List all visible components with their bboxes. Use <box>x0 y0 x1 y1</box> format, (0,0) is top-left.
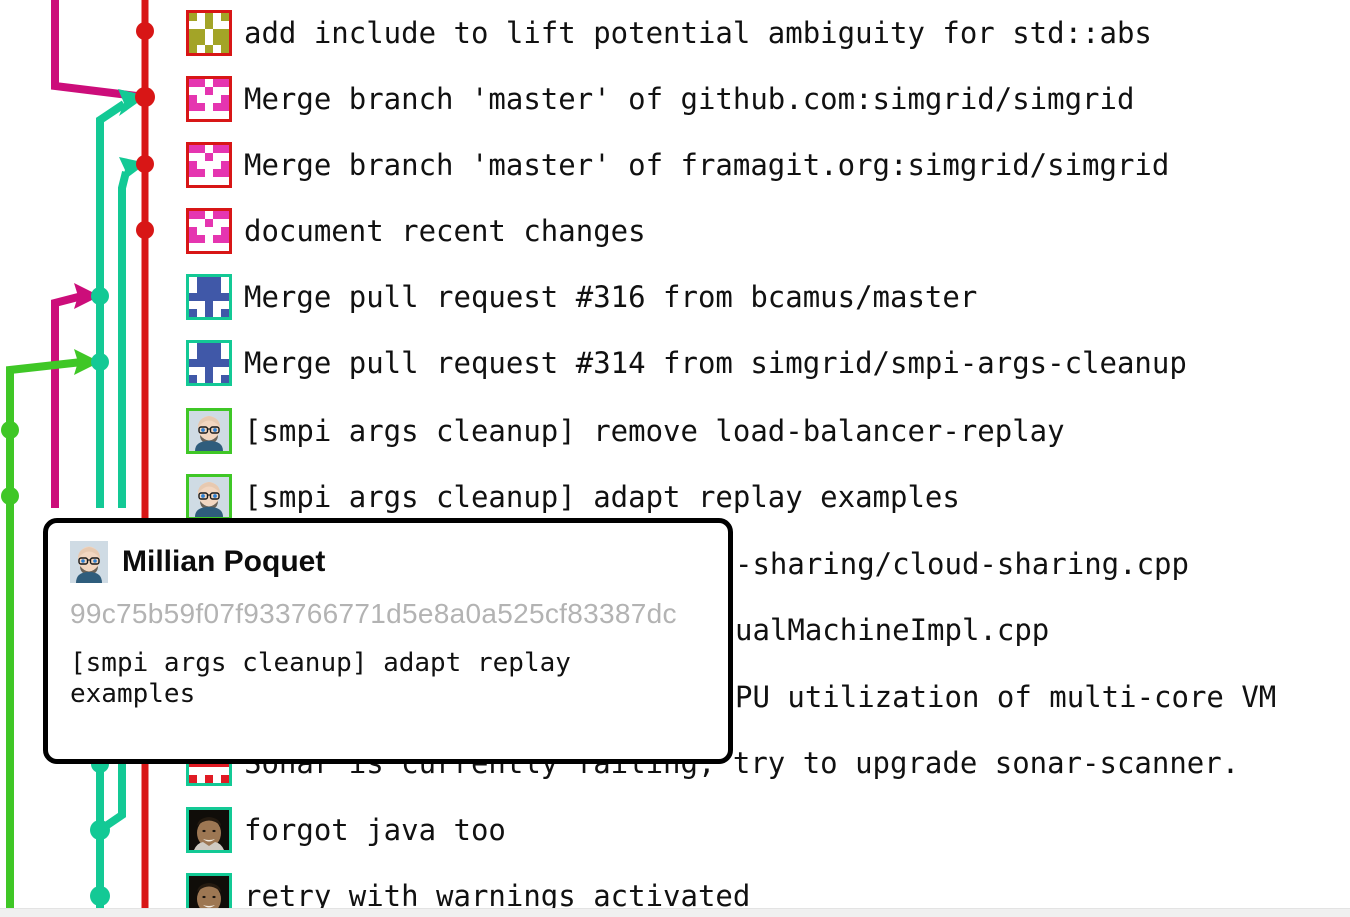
bitmoji-avatar-icon <box>186 474 232 520</box>
commit-row[interactable]: [smpi args cleanup] adapt replay example… <box>186 464 960 530</box>
tooltip-header: Millian Poquet <box>70 541 706 583</box>
tooltip-author-name: Millian Poquet <box>122 545 326 578</box>
commit-message: retry with warnings activated <box>244 878 751 913</box>
commit-message: PU utilization of multi-core VM <box>735 679 1277 714</box>
author-avatar-icon <box>70 541 108 583</box>
commit-row[interactable]: document recent changes <box>186 198 646 264</box>
commit-row[interactable]: -sharing/cloud-sharing.cpp <box>735 531 1189 597</box>
commit-message: Merge pull request #316 from bcamus/mast… <box>244 279 978 314</box>
commit-row[interactable]: Merge pull request #314 from simgrid/smp… <box>186 330 1187 396</box>
commit-message: Merge pull request #314 from simgrid/smp… <box>244 345 1187 380</box>
identicon-avatar-icon <box>186 76 232 122</box>
commit-row[interactable]: Merge pull request #316 from bcamus/mast… <box>186 264 977 330</box>
commit-row[interactable]: add include to lift potential ambiguity … <box>186 0 1152 66</box>
identicon-avatar-icon <box>186 142 232 188</box>
commit-message: [smpi args cleanup] remove load-balancer… <box>244 413 1065 448</box>
commit-row[interactable]: Merge branch 'master' of framagit.org:si… <box>186 132 1169 198</box>
identicon-avatar-icon <box>186 10 232 56</box>
identicon-avatar-icon <box>186 340 232 386</box>
commit-message: -sharing/cloud-sharing.cpp <box>735 546 1189 581</box>
identicon-avatar-icon <box>186 274 232 320</box>
commit-message: add include to lift potential ambiguity … <box>244 15 1152 50</box>
commit-message: ualMachineImpl.cpp <box>735 612 1050 647</box>
commit-message: document recent changes <box>244 213 646 248</box>
commit-row[interactable]: Merge branch 'master' of github.com:simg… <box>186 66 1134 132</box>
tooltip-commit-hash: 99c75b59f07f933766771d5e8a0a525cf83387dc <box>70 598 677 629</box>
commit-row[interactable]: PU utilization of multi-core VM <box>735 664 1276 730</box>
commit-tooltip: Millian Poquet 99c75b59f07f933766771d5e8… <box>43 518 733 764</box>
commit-row[interactable]: retry with warnings activated <box>186 863 750 917</box>
commit-message: Merge branch 'master' of framagit.org:si… <box>244 147 1170 182</box>
commit-message: forgot java too <box>244 812 506 847</box>
tooltip-commit-message: [smpi args cleanup] adapt replay example… <box>70 648 571 710</box>
commit-message: Merge branch 'master' of github.com:simg… <box>244 81 1135 116</box>
commit-row[interactable]: ualMachineImpl.cpp <box>735 597 1049 663</box>
photo-avatar-icon <box>186 807 232 853</box>
bottom-strip <box>0 908 1350 917</box>
commit-row[interactable]: [smpi args cleanup] remove load-balancer… <box>186 398 1065 464</box>
commit-message: [smpi args cleanup] adapt replay example… <box>244 479 960 514</box>
bitmoji-avatar-icon <box>186 408 232 454</box>
identicon-avatar-icon <box>186 208 232 254</box>
commit-row[interactable]: forgot java too <box>186 797 506 863</box>
